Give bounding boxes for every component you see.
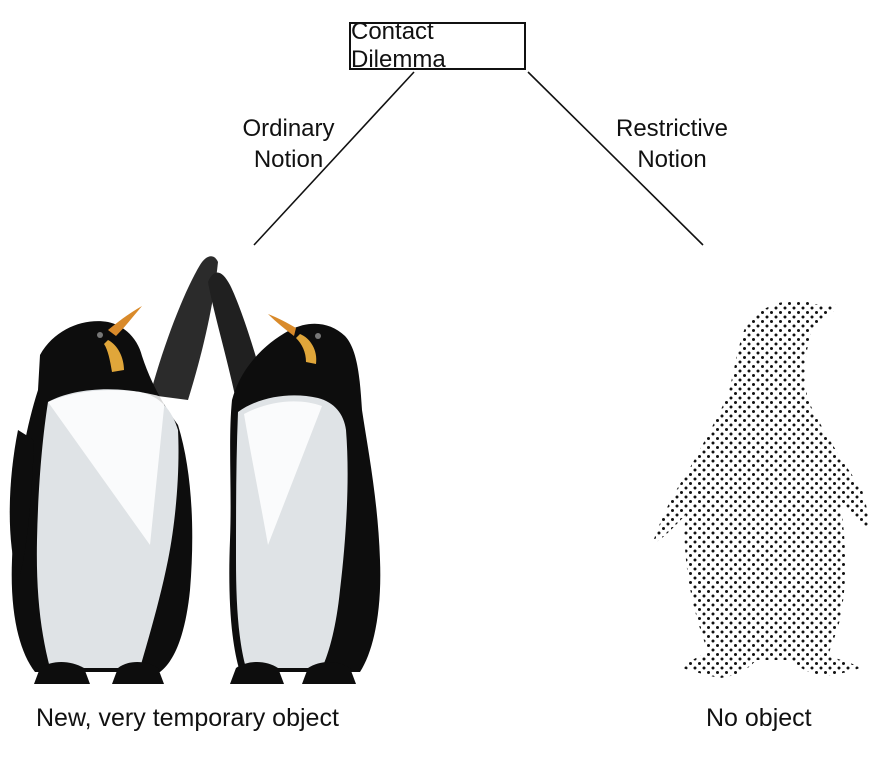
ordinary-notion-line2: Notion [226,144,351,175]
restrictive-notion-line2: Notion [592,144,752,175]
ordinary-result-caption: New, very temporary object [36,704,339,733]
ordinary-notion-label: Ordinary Notion [226,113,351,175]
restrictive-result-caption: No object [706,704,812,733]
right-penguin-eye [315,333,321,339]
restrictive-notion-label: Restrictive Notion [592,113,752,175]
contact-dilemma-box: Contact Dilemma [349,22,526,70]
restrictive-notion-line1: Restrictive [592,113,752,144]
right-penguin-beak [268,314,296,336]
dotted-penguin-illustration [652,301,868,678]
touching-penguins-illustration [10,256,381,684]
left-penguin-eye [97,332,103,338]
right-penguin [229,314,380,684]
ordinary-notion-line1: Ordinary [226,113,351,144]
left-penguin-flipper [150,256,218,400]
root-label: Contact Dilemma [351,18,524,74]
